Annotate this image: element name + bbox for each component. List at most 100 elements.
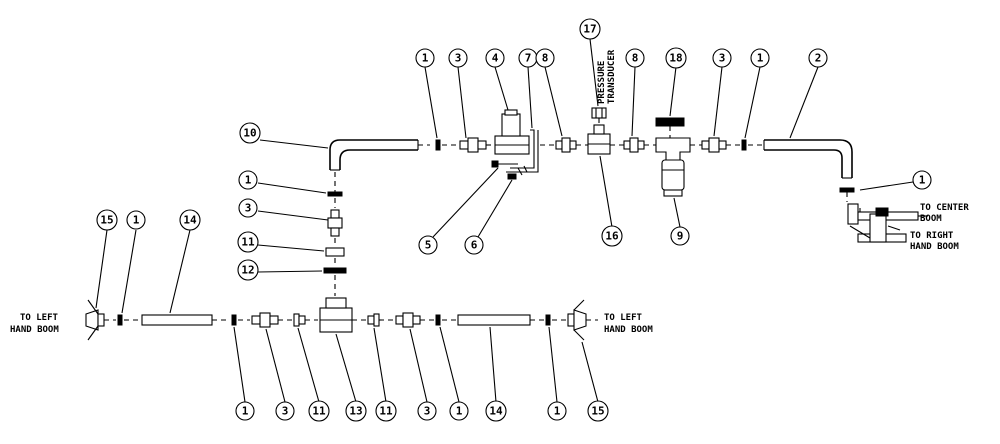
nut-6	[507, 165, 528, 180]
fitting-3-center	[327, 209, 343, 237]
callout-number: 3	[424, 405, 431, 418]
callout-number: 15	[591, 405, 604, 418]
callout-5: 5	[418, 235, 438, 255]
pipe-14-left	[141, 314, 213, 326]
callout-number: 18	[669, 52, 682, 65]
tee-13	[319, 297, 353, 333]
left-hand-boom-label-1b: HAND BOOM	[10, 325, 59, 335]
tee-16	[587, 124, 611, 155]
callout-3-bottom-a: 3	[275, 401, 295, 421]
callout-number: 1	[919, 174, 926, 187]
callout-number: 1	[422, 52, 429, 65]
washer-1-upper-right	[741, 139, 747, 151]
washer-1-lower-mid	[435, 314, 441, 326]
callout-number: 3	[455, 52, 462, 65]
left-hand-boom-label-1a: TO LEFT	[20, 313, 59, 323]
pipe-elbow-2	[764, 139, 853, 178]
callout-number: 5	[425, 239, 432, 252]
callout-number: 6	[471, 239, 478, 252]
pipe-elbow-10	[329, 139, 418, 170]
callout-9: 9	[670, 226, 690, 246]
callout-number: 2	[815, 52, 822, 65]
washer-1-upper-left	[435, 139, 441, 151]
pressure-label-line1: PRESSURE	[597, 61, 607, 104]
callout-18: 18	[665, 47, 687, 69]
washer-1-lower-far-left	[117, 314, 123, 326]
callout-3-left: 3	[238, 198, 258, 218]
callout-number: 3	[245, 202, 252, 215]
callout-number: 10	[243, 127, 256, 140]
callout-number: 1	[245, 174, 252, 187]
callout-15-bottom: 15	[587, 400, 609, 422]
callout-number: 4	[492, 52, 499, 65]
callout-number: 14	[489, 405, 503, 418]
right-hand-boom-label-a: TO RIGHT	[910, 231, 954, 241]
bushing-11-lower-right	[367, 313, 380, 327]
fitting-3-upper-right	[701, 137, 727, 153]
callout-number: 11	[312, 405, 326, 418]
callout-11-left: 11	[237, 231, 259, 253]
pressure-transducer-label: PRESSURE TRANSDUCER	[597, 49, 617, 104]
callout-number: 1	[133, 214, 140, 227]
callout-number: 1	[757, 52, 764, 65]
callout-number: 1	[456, 405, 463, 418]
callout-17: 17	[579, 18, 601, 40]
callout-number: 16	[605, 230, 619, 243]
callout-1-bottom-a: 1	[235, 401, 255, 421]
fitting-3-upper-left	[459, 137, 487, 153]
callout-1-right: 1	[912, 170, 932, 190]
callout-number: 3	[719, 52, 726, 65]
callout-1-far-left: 1	[126, 210, 146, 230]
callout-1-top-a: 1	[415, 48, 435, 68]
boom-fitting-15-right	[567, 299, 587, 341]
callout-8-a: 8	[535, 48, 555, 68]
gasket-12	[323, 267, 347, 274]
fitting-8-left	[555, 137, 577, 153]
callout-11-bottom-a: 11	[308, 400, 330, 422]
boom-manifold-right	[847, 203, 919, 243]
callout-16: 16	[601, 225, 623, 247]
callout-number: 11	[379, 405, 393, 418]
washer-1-right-drop	[839, 187, 855, 193]
callout-7: 7	[518, 48, 538, 68]
washer-1-lower-right	[545, 314, 551, 326]
callout-13: 13	[345, 400, 367, 422]
callout-number: 11	[241, 236, 255, 249]
boom-fitting-15-left	[85, 299, 105, 341]
bushing-11-lower-left	[293, 313, 306, 327]
solenoid-valve-4	[494, 109, 530, 155]
callout-number: 15	[100, 214, 113, 227]
fitting-8-right	[623, 137, 645, 153]
left-hand-boom-label-2b: HAND BOOM	[604, 325, 653, 335]
callout-number: 1	[242, 405, 249, 418]
upper-assembly	[323, 107, 919, 296]
right-hand-boom-label-b: HAND BOOM	[910, 242, 959, 252]
bushing-11-center	[325, 247, 345, 257]
pressure-label-line2: TRANSDUCER	[607, 49, 617, 104]
callout-14-bottom: 14	[485, 400, 507, 422]
callout-1-bottom-c: 1	[547, 401, 567, 421]
fitting-3-lower-left	[251, 312, 279, 328]
callout-1-left-a: 1	[238, 170, 258, 190]
callout-number: 17	[583, 23, 596, 36]
callout-3-top-b: 3	[712, 48, 732, 68]
callout-number: 9	[677, 230, 684, 243]
center-boom-label-b: BOOM	[920, 214, 942, 224]
lower-assembly	[85, 297, 598, 341]
callout-1-top-b: 1	[750, 48, 770, 68]
callout-15-left: 15	[96, 209, 118, 231]
callout-6: 6	[464, 235, 484, 255]
callout-number: 12	[241, 264, 254, 277]
callout-3-top-a: 3	[448, 48, 468, 68]
callout-number: 7	[525, 52, 532, 65]
callout-number: 14	[183, 214, 197, 227]
callout-1-bottom-b: 1	[449, 401, 469, 421]
callout-10: 10	[239, 122, 261, 144]
callout-number: 1	[554, 405, 561, 418]
screw-5	[491, 160, 518, 168]
pipe-14-right	[457, 314, 531, 326]
callout-11-bottom-b: 11	[375, 400, 397, 422]
washer-1-lower-left	[231, 314, 237, 326]
pressure-transducer-17	[591, 107, 607, 125]
washer-1-center	[327, 191, 343, 197]
